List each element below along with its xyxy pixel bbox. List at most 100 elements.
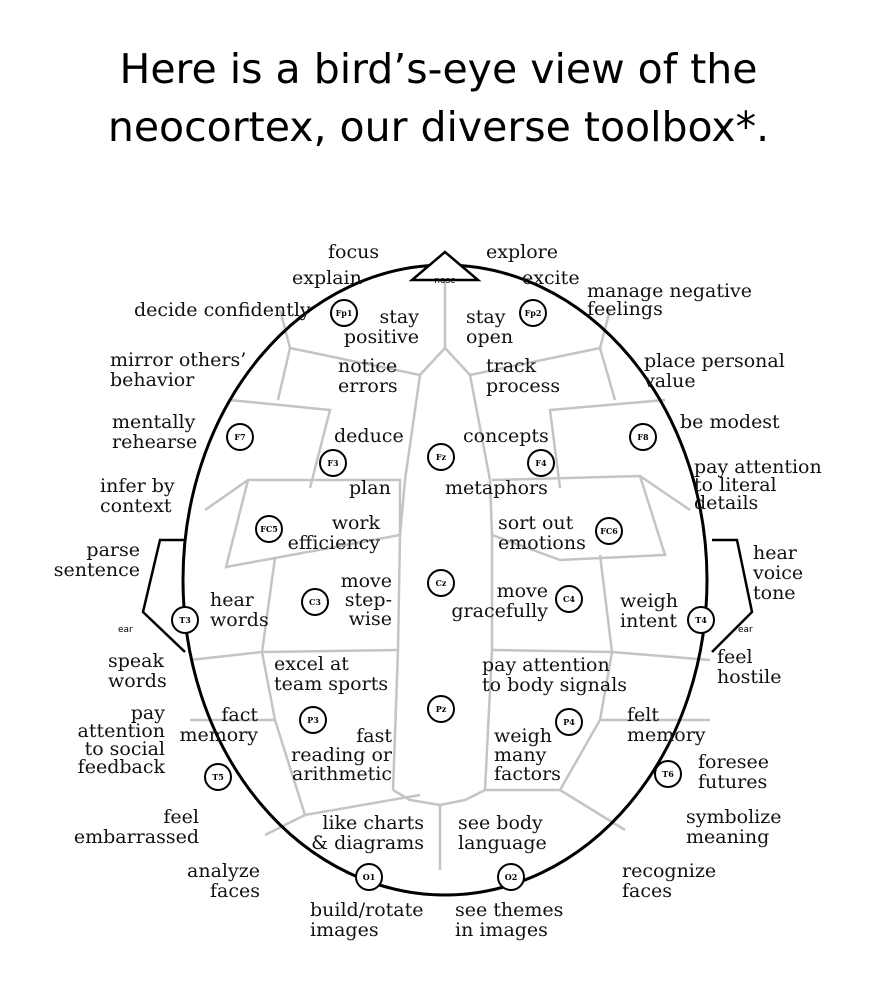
label-line: stay xyxy=(380,306,420,328)
label-line: weigh xyxy=(494,725,552,747)
electrode-f7: F7 xyxy=(226,423,254,451)
electrode-c3: C3 xyxy=(301,588,329,616)
labels-layer: focus explain explore excite decide confiden… xyxy=(54,241,822,941)
electrode-label: Pz xyxy=(436,704,447,714)
label-line: words xyxy=(108,670,167,692)
label-line: move xyxy=(497,580,548,602)
label-focus: focus xyxy=(328,241,379,263)
label-line: memory xyxy=(179,724,258,746)
title-line-1: Here is a bird’s-eye view of the xyxy=(119,45,758,93)
nose-shape xyxy=(408,250,482,282)
electrode-p4: P4 xyxy=(555,708,583,736)
electrode-t5: T5 xyxy=(204,763,232,791)
label-line: hostile xyxy=(717,666,781,688)
label-line: many xyxy=(494,744,547,766)
label-line: gracefully xyxy=(451,600,548,622)
electrode-fz: Fz xyxy=(427,443,455,471)
label-line: voice xyxy=(752,562,803,584)
label-mirror-behavior: mirror others’behavior xyxy=(110,349,246,391)
label-be-modest: be modest xyxy=(680,411,780,433)
label-line: pay attention xyxy=(694,456,822,478)
label-line: stay xyxy=(466,306,506,328)
label-line: errors xyxy=(338,375,398,397)
electrode-label: Fz xyxy=(436,452,447,462)
label-line: see body xyxy=(458,812,543,834)
label-line: place personal xyxy=(644,350,785,372)
label-line: pay attention xyxy=(482,654,610,676)
label-line: speak xyxy=(108,650,164,672)
label-line: move xyxy=(341,570,392,592)
electrode-fc6: FC6 xyxy=(595,517,623,545)
label-line: sentence xyxy=(54,559,140,581)
label-line: focus xyxy=(328,241,379,263)
label-line: step- xyxy=(345,589,392,611)
electrode-label: F8 xyxy=(637,432,649,442)
nose-label: nose xyxy=(434,276,456,286)
label-metaphors: metaphors xyxy=(445,477,548,499)
label-line: attention xyxy=(78,720,165,742)
label-explain: explain xyxy=(292,267,362,289)
label-line: rehearse xyxy=(112,431,197,453)
label-line: track xyxy=(486,355,537,377)
label-line: concepts xyxy=(463,425,549,447)
label-line: mentally xyxy=(112,411,196,433)
label-line: details xyxy=(694,492,758,514)
electrode-label: T3 xyxy=(179,615,191,625)
page-title: Here is a bird’s-eye view of the neocort… xyxy=(0,40,877,156)
electrode-f3: F3 xyxy=(319,449,347,477)
label-line: & diagrams xyxy=(311,832,424,854)
electrode-label: O2 xyxy=(505,872,518,882)
label-decide-confidently: decide confidently xyxy=(134,299,311,321)
label-line: positive xyxy=(344,326,419,348)
electrode-label: FC5 xyxy=(260,524,278,534)
electrode-o2: O2 xyxy=(497,863,525,891)
label-line: excite xyxy=(522,267,580,289)
electrode-o1: O1 xyxy=(355,863,383,891)
label-concepts: concepts xyxy=(463,425,549,447)
label-line: intent xyxy=(620,610,677,632)
electrode-label: F4 xyxy=(535,458,547,468)
label-line: efficiency xyxy=(288,532,381,554)
electrode-label: F3 xyxy=(327,458,339,468)
electrode-label: Cz xyxy=(436,578,447,588)
electrode-label: T5 xyxy=(212,772,224,782)
label-line: metaphors xyxy=(445,477,548,499)
label-explore: explore xyxy=(486,241,558,263)
region-lines xyxy=(189,268,711,870)
electrode-label: T4 xyxy=(695,615,707,625)
label-line: pay xyxy=(131,702,165,724)
label-line: decide confidently xyxy=(134,299,311,321)
electrode-label: C4 xyxy=(563,594,575,604)
label-line: futures xyxy=(698,771,767,793)
electrode-fp1: Fp1 xyxy=(330,299,358,327)
electrode-label: F7 xyxy=(234,432,245,442)
label-line: emotions xyxy=(498,532,586,554)
label-line: build/rotate xyxy=(310,899,423,921)
label-line: meaning xyxy=(686,826,769,848)
label-line: foresee xyxy=(698,751,769,773)
electrode-label: Fp1 xyxy=(336,308,353,318)
label-line: behavior xyxy=(110,369,195,391)
label-line: explore xyxy=(486,241,558,263)
electrode-t6: T6 xyxy=(654,760,682,788)
label-line: to body signals xyxy=(482,674,627,696)
label-line: team sports xyxy=(274,673,388,695)
label-line: excel at xyxy=(274,653,349,675)
